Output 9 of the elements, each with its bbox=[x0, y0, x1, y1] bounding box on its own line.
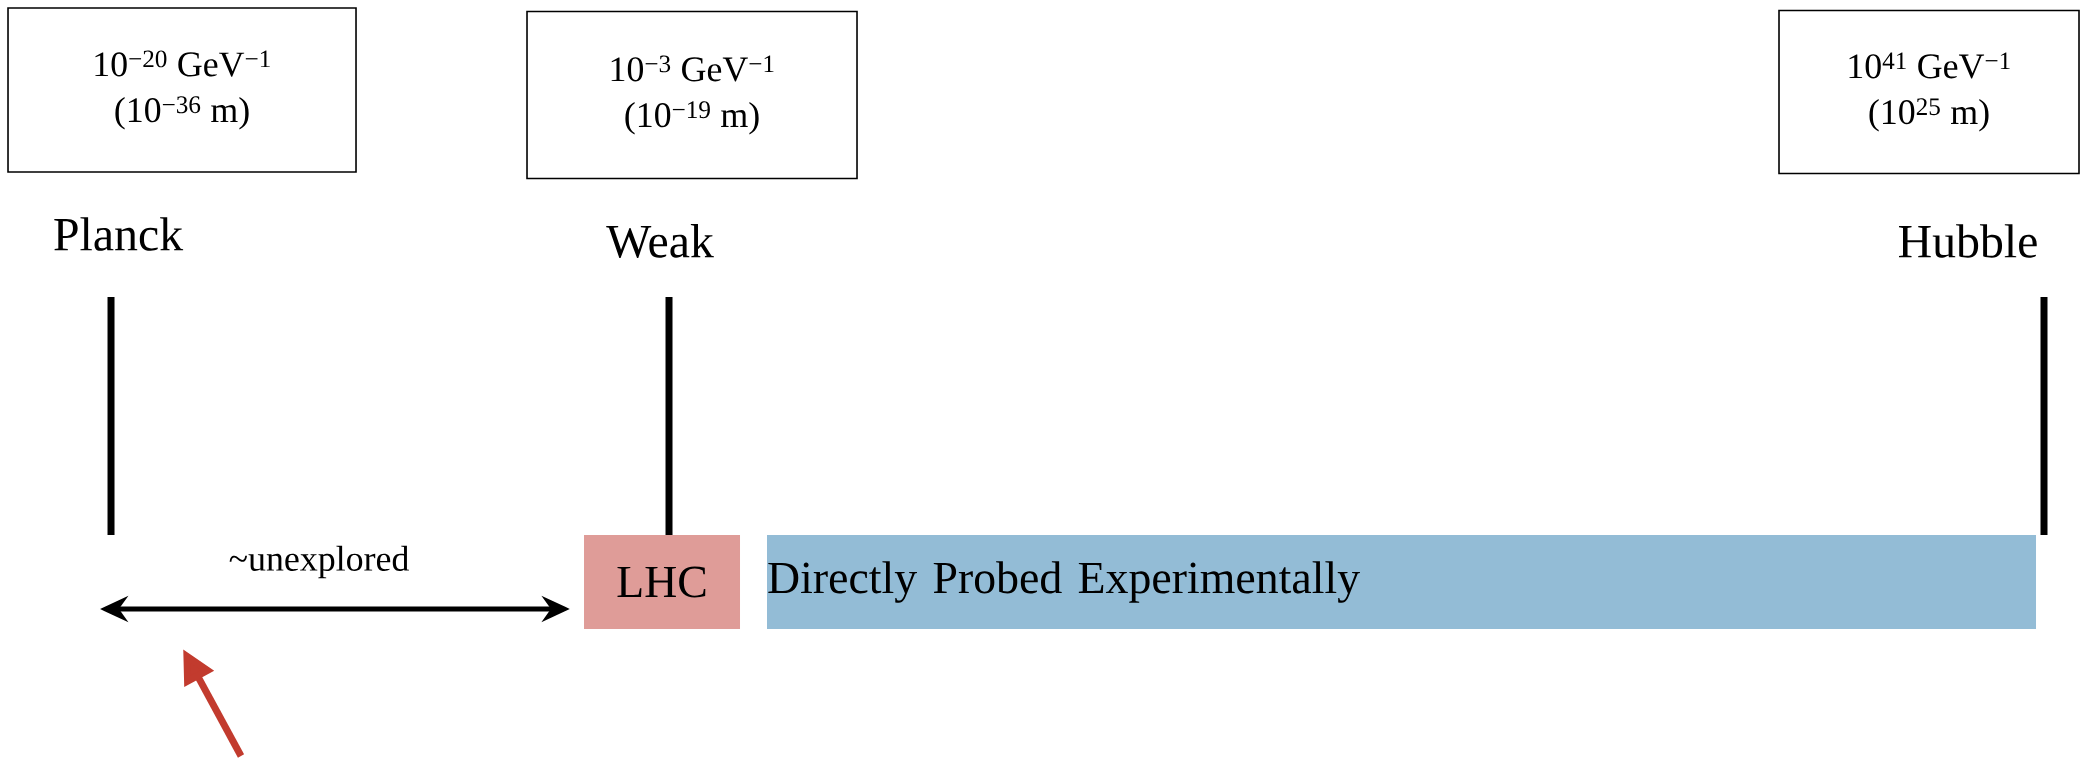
probed-band: Directly Probed Experimentally bbox=[767, 535, 2036, 629]
scale-box: 10$^{−3}$ GeV$^{−1}$ (10$^{−19}$ m) bbox=[526, 10, 858, 180]
scale-label: Weak bbox=[606, 224, 714, 258]
scale-label: Planck bbox=[54, 217, 184, 251]
scale-label: Hubble bbox=[1899, 224, 2037, 258]
scale-box: 10$^{41}$ GeV$^{−1}$ (10$^{25}$ m) bbox=[1778, 9, 2080, 175]
lhc-band: LHC bbox=[584, 535, 740, 629]
edge-label: ~unexplored bbox=[226, 543, 412, 581]
scale-box: 10$^{−20}$ GeV$^{−1}$ (10$^{−36}$ m) bbox=[7, 7, 357, 173]
